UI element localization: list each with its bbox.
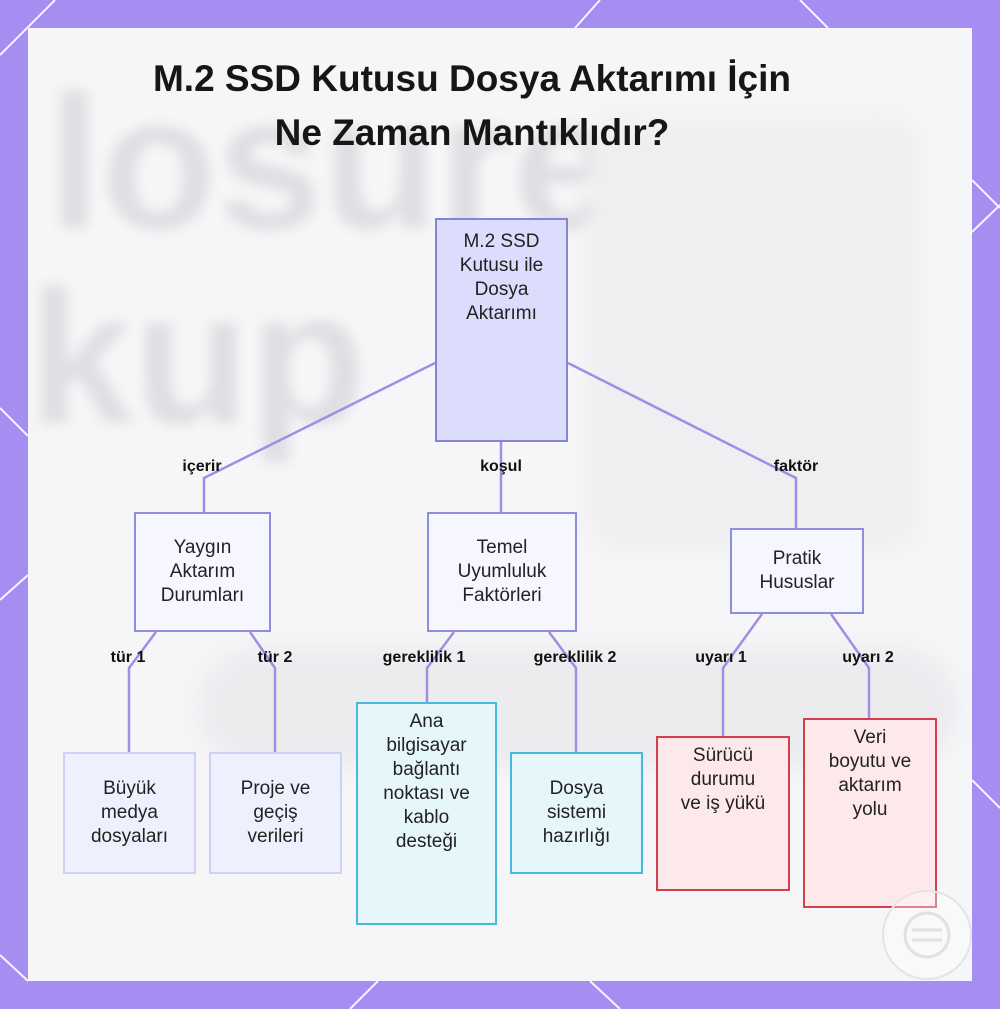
watermark-logo-icon: [882, 890, 972, 980]
node-line: desteği: [395, 831, 458, 852]
node-line: kablo: [403, 807, 450, 828]
node-line: geçiş: [253, 802, 298, 823]
node-line: Durumları: [160, 585, 245, 606]
filesystem-prep-node: Dosya sistemi hazırlığı: [510, 752, 643, 874]
node-line: Yaygın: [173, 537, 232, 558]
node-line: Temel: [476, 537, 528, 558]
node-line: Veri: [853, 727, 887, 748]
node-line: hazırlığı: [542, 826, 611, 847]
root-node-line: Kutusu ile: [459, 255, 544, 276]
node-line: Faktörleri: [462, 585, 542, 606]
edge-compat-host: [425, 631, 455, 702]
edge-common-project: [248, 631, 277, 752]
node-line: sistemi: [546, 802, 607, 823]
edge-label-condition: koşul: [480, 458, 522, 475]
edge-label-warning-2: uyarı 2: [842, 649, 894, 666]
root-node-line: M.2 SSD: [463, 231, 540, 252]
node-line: aktarım: [838, 775, 902, 796]
project-migration-data-node: Proje ve geçiş verileri: [209, 752, 342, 874]
diagram-title: M.2 SSD Kutusu Dosya Aktarımı İçin Ne Za…: [100, 52, 844, 160]
background-blur-shape: [588, 118, 918, 548]
edge-root-practical: [567, 361, 798, 528]
edge-label-contains: içerir: [182, 458, 222, 475]
edge-label-factor: faktör: [773, 458, 819, 475]
node-line: medya: [100, 802, 158, 823]
node-line: durumu: [690, 769, 756, 790]
node-line: Dosya: [549, 778, 604, 799]
node-line: Hususlar: [759, 572, 835, 593]
background-watermark-line-2: kup: [28, 252, 366, 464]
node-line: bağlantı: [392, 759, 461, 780]
node-line: Uyumluluk: [457, 561, 547, 582]
root-node-line: Aktarımı: [466, 303, 537, 324]
root-node: M.2 SSD Kutusu ile Dosya Aktarımı: [435, 218, 568, 442]
data-size-transfer-path-node: Veri boyutu ve aktarım yolu: [803, 718, 937, 908]
edge-label-warning-1: uyarı 1: [695, 649, 747, 666]
node-line: Aktarım: [169, 561, 236, 582]
node-line: Büyük: [103, 778, 156, 799]
drive-state-workload-node: Sürücü durumu ve iş yükü: [656, 736, 790, 891]
large-media-files-node: Büyük medya dosyaları: [63, 752, 196, 874]
edge-label-requirement-1: gereklilik 1: [382, 649, 466, 666]
title-line-1: M.2 SSD Kutusu Dosya Aktarımı İçin: [152, 58, 792, 99]
node-line: noktası ve: [383, 783, 470, 804]
edge-compat-fs: [548, 631, 578, 752]
node-line: Pratik: [772, 548, 822, 569]
node-line: dosyaları: [90, 826, 169, 847]
edge-label-requirement-2: gereklilik 2: [533, 649, 617, 666]
root-node-line: Dosya: [474, 279, 529, 300]
edge-label-type-1: tür 1: [110, 649, 146, 666]
host-port-cable-node: Ana bilgisayar bağlantı noktası ve kablo…: [356, 702, 497, 925]
node-line: boyutu ve: [828, 751, 912, 772]
node-line: yolu: [852, 799, 888, 820]
common-cases-node: Yaygın Aktarım Durumları: [134, 512, 271, 632]
compatibility-factors-node: Temel Uyumluluk Faktörleri: [427, 512, 577, 632]
node-line: Sürücü: [692, 745, 754, 766]
edge-label-type-2: tür 2: [257, 649, 293, 666]
node-line: Proje ve: [240, 778, 311, 799]
node-line: ve iş yükü: [680, 793, 766, 814]
edge-practical-data: [829, 613, 871, 718]
edge-common-media: [127, 631, 157, 752]
node-line: Ana: [409, 711, 444, 732]
node-line: verileri: [247, 826, 304, 847]
edge-root-common: [202, 361, 436, 512]
edge-practical-drive: [721, 613, 764, 736]
practical-considerations-node: Pratik Hususlar: [730, 528, 864, 614]
title-line-2: Ne Zaman Mantıklıdır?: [274, 112, 670, 153]
watermark-logo-glyph: [903, 911, 951, 959]
node-line: bilgisayar: [386, 735, 467, 756]
